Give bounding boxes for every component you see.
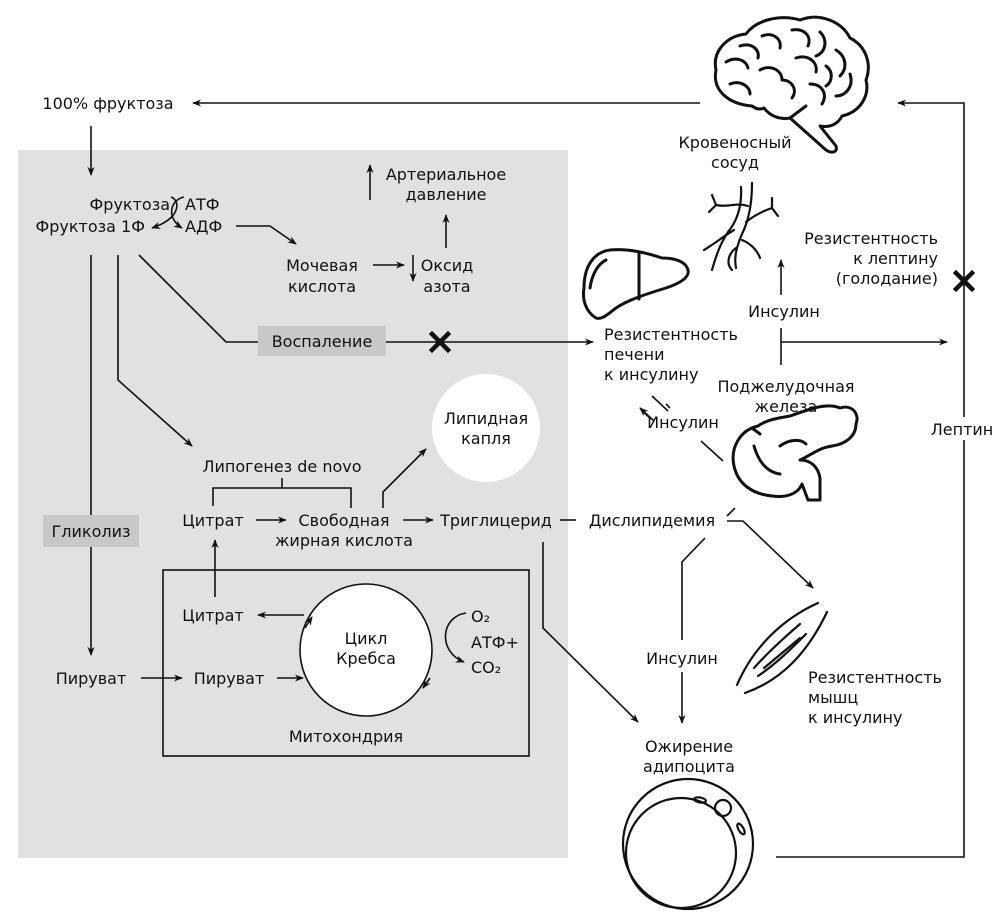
- line-pancreas-to-insulin: [700, 440, 724, 462]
- brain-icon: [713, 15, 870, 154]
- line-adipocyte-leptin: [776, 440, 965, 858]
- muscle-icon: [735, 601, 829, 695]
- line-fructose-to-inflammation: [138, 254, 258, 343]
- liver-icon: [582, 248, 690, 320]
- glycolysis-tag: [43, 515, 139, 547]
- label-citrate: Цитрат: [182, 511, 243, 530]
- hepatocyte-panel: [18, 150, 568, 858]
- krebs-arrow-top: [304, 616, 313, 629]
- arrow-atp-to-adp: [170, 196, 185, 229]
- label-pyruvate-mito: Пируват: [194, 669, 265, 688]
- label-atp-plus: АТФ+: [471, 633, 519, 652]
- label-glycolysis: Гликолиз: [52, 522, 131, 541]
- connectors: [87, 99, 965, 858]
- label-citrate-mito: Цитрат: [182, 606, 243, 625]
- adipocyte-icon: [621, 777, 755, 911]
- label-insulin-top: Инсулин: [748, 302, 820, 321]
- arrow-fructose-phosphorylation: [151, 196, 178, 229]
- label-triglyceride: Триглицерид: [439, 511, 552, 530]
- inflammation-tag: [258, 326, 386, 356]
- label-pyruvate: Пируват: [56, 669, 127, 688]
- blood-vessel-icon: [702, 181, 780, 272]
- mitochondria-box: [162, 569, 530, 757]
- label-atp: АТФ: [185, 195, 220, 214]
- label-leptin: Лептин: [931, 420, 994, 439]
- block-x-icon: [952, 269, 976, 293]
- line-dyslipidemia-to-insulin: [681, 537, 706, 640]
- label-inflammation: Воспаление: [272, 332, 373, 351]
- arrow-adp-to-uric-acid: [236, 225, 297, 245]
- krebs-arrow-bottom: [422, 677, 431, 689]
- arrow-leptin-to-brain: [897, 99, 965, 417]
- arrow-dyslipidemia-to-muscle: [727, 520, 814, 589]
- line-pancreas-to-dyslipidemia: [726, 507, 736, 517]
- label-fructose-1p: Фруктоза 1Ф: [35, 217, 145, 236]
- line-insulin-left-stub: [665, 403, 671, 409]
- pancreas-icon: [731, 404, 859, 502]
- label-dyslipidemia: Дислипидемия: [589, 511, 715, 530]
- label-o2: O₂: [471, 607, 490, 626]
- arrow-fructose-to-lipogenesis: [117, 255, 193, 447]
- label-de-novo-lipogenesis: Липогенез de novo: [202, 457, 361, 476]
- diagram-labels: 100% фруктоза Фруктоза Фруктоза 1Ф АТФ А…: [35, 94, 993, 776]
- label-insulin-bottom: Инсулин: [646, 649, 718, 668]
- label-adp: АДФ: [185, 217, 222, 236]
- label-fructose-100: 100% фруктоза: [42, 94, 173, 113]
- label-co2: CO₂: [471, 658, 501, 677]
- arrow-o2-to-co2: [444, 612, 467, 663]
- label-fructose: Фруктоза: [90, 195, 170, 214]
- line-insulin-left-lower: [651, 395, 669, 412]
- krebs-cycle-circle: [299, 583, 433, 717]
- arrow-insulin-to-liver: [639, 407, 655, 422]
- lipid-droplet: [432, 374, 540, 482]
- label-insulin-left: Инсулин: [647, 413, 719, 432]
- arrow-triglyceride-to-adipocyte: [542, 542, 639, 723]
- arrow-ffa-to-lipid-droplet: [382, 448, 427, 508]
- label-mitochondria: Митохондрия: [289, 727, 403, 746]
- block-x-icon: [428, 330, 452, 354]
